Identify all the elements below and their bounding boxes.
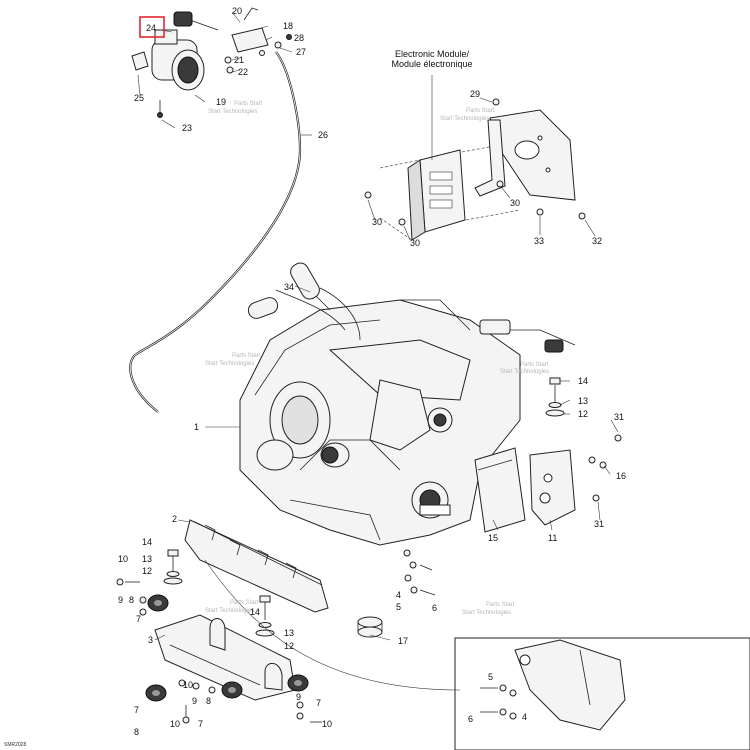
callout-13a: 13	[142, 554, 152, 564]
highlight-box-24	[139, 16, 165, 38]
reference-curve	[204, 559, 461, 691]
callout-4b: 4	[522, 712, 527, 722]
callout-10a: 10	[118, 554, 128, 564]
svg-text:Parts Start: Parts Start	[234, 101, 263, 107]
callout-8c: 8	[134, 727, 139, 737]
callout-28: 28	[294, 33, 304, 43]
callout-27: 27	[296, 47, 306, 57]
callout-5b: 5	[488, 672, 493, 682]
callout-9c: 9	[296, 692, 301, 702]
svg-text:Start Technologies: Start Technologies	[500, 369, 549, 375]
detail-inset	[454, 637, 750, 750]
callout-31b: 31	[594, 519, 604, 529]
mount-parts-right	[474, 377, 622, 533]
callout-12b: 12	[284, 641, 294, 651]
callout-30b: 30	[410, 238, 420, 248]
callout-34: 34	[284, 282, 294, 292]
bracket-18	[224, 7, 292, 74]
callout-31a: 31	[614, 412, 624, 422]
callout-4a: 4	[396, 590, 401, 600]
callout-7c: 7	[198, 719, 203, 729]
callout-30a: 30	[372, 217, 382, 227]
callout-3: 3	[148, 635, 153, 645]
callout-10d: 10	[322, 719, 332, 729]
svg-text:Parts Start: Parts Start	[520, 362, 549, 368]
callout-6b: 6	[468, 714, 473, 724]
rubber-foot-17	[357, 616, 383, 638]
callout-7b: 7	[134, 705, 139, 715]
callout-15: 15	[488, 533, 498, 543]
callout-5a: 5	[396, 602, 401, 612]
callout-8b: 8	[206, 696, 211, 706]
module-label-line1: Electronic Module/	[395, 49, 470, 59]
callout-33: 33	[534, 236, 544, 246]
svg-text:Start Technologies: Start Technologies	[205, 361, 254, 367]
callout-10b: 10	[183, 680, 193, 690]
leader-lines	[137, 11, 619, 641]
callout-20: 20	[232, 6, 242, 16]
callout-13c: 13	[578, 396, 588, 406]
muffler-2	[184, 519, 329, 613]
callout-8a: 8	[129, 595, 134, 605]
callout-6a: 6	[432, 603, 437, 613]
svg-text:Start Technologies: Start Technologies	[462, 610, 511, 616]
gasket-25	[131, 51, 149, 71]
callout-16: 16	[616, 471, 626, 481]
svg-text:Parts Start: Parts Start	[466, 108, 495, 114]
svg-text:Parts Start: Parts Start	[232, 353, 261, 359]
callout-9a: 9	[118, 595, 123, 605]
electronic-module-group	[379, 75, 521, 241]
callout-7d: 7	[316, 698, 321, 708]
callout-25: 25	[134, 93, 144, 103]
callout-2: 2	[172, 514, 177, 524]
callout-1: 1	[194, 422, 199, 432]
hoses-34	[247, 262, 361, 341]
rubber-mounts	[145, 594, 309, 702]
callout-11: 11	[548, 533, 557, 543]
callout-14b: 14	[250, 607, 260, 617]
callout-9b: 9	[192, 696, 197, 706]
svg-text:Parts Start: Parts Start	[230, 600, 259, 606]
callout-22: 22	[238, 67, 248, 77]
callout-labels: 24 20 18 28 27 21 22 19 25 23 26 29 30 3…	[118, 6, 626, 737]
callout-29: 29	[470, 89, 480, 99]
callout-13b: 13	[284, 628, 294, 638]
bolts-left	[116, 549, 322, 724]
engine-block-1	[239, 279, 576, 546]
svg-text:Parts Start: Parts Start	[486, 602, 515, 608]
callout-21: 21	[234, 55, 244, 65]
callout-7a: 7	[136, 614, 141, 624]
callout-12c: 12	[578, 409, 588, 419]
callout-10c: 10	[170, 719, 180, 729]
throttle-assembly	[131, 11, 219, 118]
callout-30c: 30	[510, 198, 520, 208]
callout-18: 18	[283, 21, 293, 31]
watermarks: Start Technologies Parts Start Start Tec…	[205, 101, 549, 616]
callout-12a: 12	[142, 566, 152, 576]
bolts-center	[403, 549, 436, 596]
callout-17: 17	[398, 636, 408, 646]
callout-14c: 14	[578, 376, 588, 386]
drawing-code: SMR2028	[4, 742, 26, 748]
callout-19: 19	[216, 97, 226, 107]
module-bracket-29	[364, 98, 586, 226]
callout-14a: 14	[142, 537, 152, 547]
callout-26: 26	[318, 130, 328, 140]
svg-text:Start Technologies: Start Technologies	[208, 109, 257, 115]
callout-32: 32	[592, 236, 602, 246]
callout-24: 24	[146, 23, 156, 33]
module-label-line2: Module électronique	[391, 59, 472, 69]
callout-23: 23	[182, 123, 192, 133]
svg-text:Start Technologies: Start Technologies	[205, 608, 254, 614]
svg-text:Start Technologies: Start Technologies	[440, 116, 489, 122]
